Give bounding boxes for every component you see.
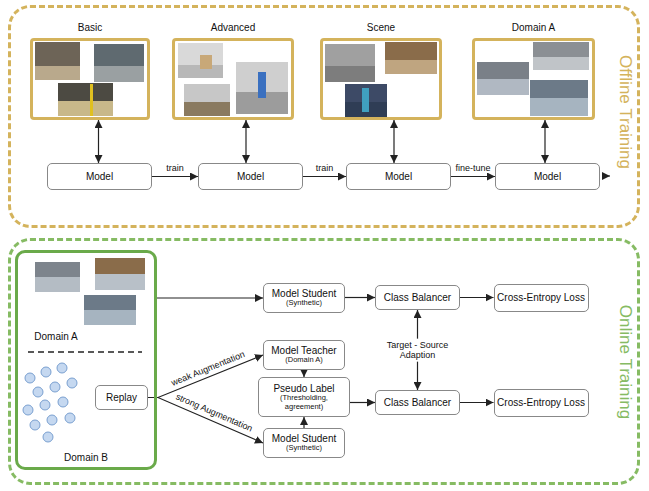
node-text: (Synthetic) bbox=[286, 444, 322, 453]
scene-image bbox=[178, 43, 288, 116]
node-text: Offline Training bbox=[615, 55, 635, 169]
edge-label: fine-tune bbox=[455, 162, 490, 172]
model-box: Model bbox=[47, 163, 152, 190]
connector bbox=[148, 355, 263, 398]
node-text: Model bbox=[86, 171, 113, 183]
node-text: Class Balancer bbox=[384, 292, 451, 304]
connector bbox=[350, 402, 375, 403]
node-text: Advanced bbox=[211, 22, 255, 34]
loss-box: Cross-Entropy Loss bbox=[494, 389, 589, 417]
node-text: (Synthetic) bbox=[286, 299, 322, 308]
node-text: Online Training bbox=[615, 305, 635, 419]
teacher-box: Model Teacher(Domain A) bbox=[263, 340, 345, 370]
connector bbox=[148, 398, 263, 444]
node-text: Model Student bbox=[272, 433, 337, 445]
offline-region: Offline TrainingBasicAdvancedSceneDomain… bbox=[8, 5, 640, 228]
pseudo-label-box: Pseudo Label(Thresholding, agreement) bbox=[258, 377, 350, 417]
replay-box: Replay bbox=[95, 385, 148, 410]
edge-label: strong Augmentation bbox=[174, 392, 254, 434]
connector bbox=[417, 310, 418, 390]
node-text: Domain A bbox=[34, 331, 77, 343]
image-panel: Basic bbox=[30, 38, 150, 120]
balancer-box: Class Balancer bbox=[375, 285, 460, 310]
connector bbox=[303, 370, 304, 377]
scene-image bbox=[325, 42, 437, 117]
model-box: Model bbox=[346, 163, 451, 190]
image-panel: Advanced bbox=[172, 38, 294, 120]
connector bbox=[451, 176, 495, 177]
continuation-arrow bbox=[602, 175, 610, 176]
connector bbox=[152, 176, 198, 177]
connector bbox=[544, 120, 545, 163]
image-panel: Scene bbox=[320, 38, 442, 120]
node-text: Replay bbox=[106, 392, 137, 404]
node-text: Class Balancer bbox=[384, 397, 451, 409]
node-text: Model bbox=[385, 171, 412, 183]
node-text: Scene bbox=[367, 22, 395, 34]
separator bbox=[28, 351, 142, 353]
connector bbox=[460, 402, 494, 403]
node-text: Model Teacher bbox=[271, 345, 336, 357]
scene-image bbox=[477, 42, 589, 116]
model-box: Model bbox=[495, 163, 600, 190]
connector bbox=[303, 176, 346, 177]
connector bbox=[98, 120, 99, 163]
scene-image bbox=[35, 42, 144, 116]
image-panel: Domain A bbox=[472, 38, 595, 120]
edge-label: weak Augmentation bbox=[169, 349, 246, 388]
node-text: Basic bbox=[78, 22, 102, 34]
node-text: Cross-Entropy Loss bbox=[497, 397, 585, 409]
edge-label: Target - Source Adaption bbox=[376, 339, 460, 362]
node-text: Domain B bbox=[64, 452, 108, 464]
node-text: Pseudo Label bbox=[273, 383, 334, 395]
connector bbox=[245, 120, 246, 163]
edge-label: train bbox=[316, 162, 334, 172]
node-text: Model Student bbox=[272, 288, 337, 300]
connector bbox=[303, 417, 304, 428]
node-text: Cross-Entropy Loss bbox=[497, 292, 585, 304]
online-region: Online TrainingDomain ADomain BReplayMod… bbox=[8, 238, 640, 485]
edge-label: train bbox=[166, 162, 184, 172]
node-text: Model bbox=[237, 171, 264, 183]
node-text: Domain A bbox=[512, 22, 555, 34]
node-text: (Domain A) bbox=[285, 356, 323, 365]
model-box: Model bbox=[198, 163, 303, 190]
data-group: Domain A Domain B Replay bbox=[15, 250, 157, 470]
data-points bbox=[23, 363, 77, 442]
balancer-box: Class Balancer bbox=[375, 390, 460, 415]
scene-image bbox=[35, 258, 145, 325]
connector bbox=[345, 297, 375, 298]
connector bbox=[460, 297, 494, 298]
loss-box: Cross-Entropy Loss bbox=[494, 284, 589, 312]
student-box: Model Student(Synthetic) bbox=[263, 428, 345, 458]
connector bbox=[393, 120, 394, 163]
connector bbox=[157, 297, 263, 298]
student-box: Model Student(Synthetic) bbox=[263, 283, 345, 313]
node-text: Model bbox=[534, 171, 561, 183]
node-text: (Thresholding, agreement) bbox=[262, 394, 346, 411]
